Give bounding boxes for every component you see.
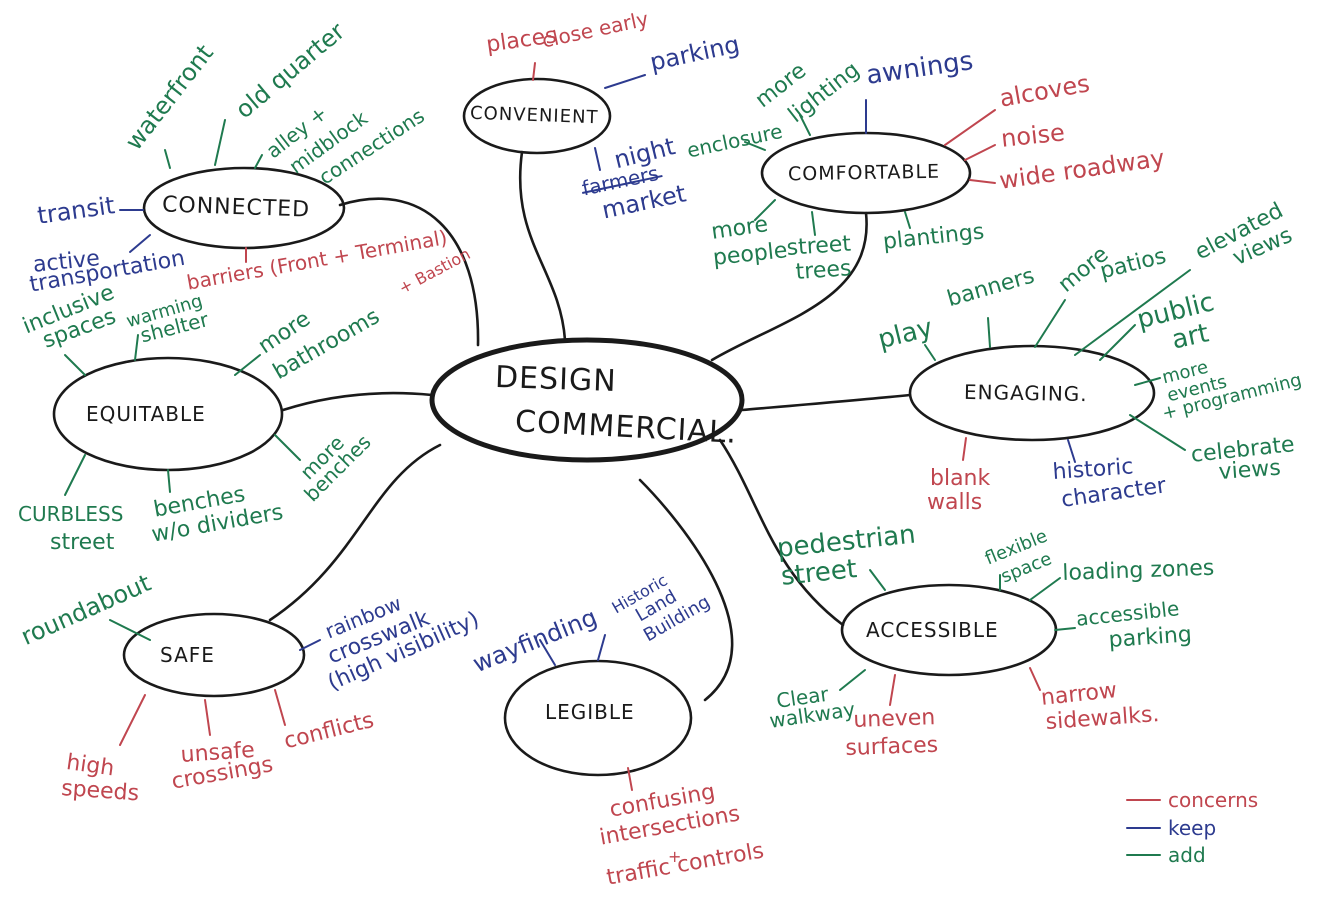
node-legible: LEGIBLE: [545, 700, 635, 724]
node-equitable: EQUITABLE: [86, 402, 206, 426]
engaging-public-art-2: art: [1169, 318, 1212, 356]
safe-high-2: speeds: [60, 776, 140, 807]
engaging-celebrate-2: views: [1217, 455, 1282, 485]
edge-convenient: [518, 150, 567, 342]
edge-safe: [268, 443, 442, 622]
node-safe: SAFE: [160, 643, 215, 667]
comfortable-noise: noise: [999, 118, 1067, 153]
legend-concerns: concerns: [1168, 788, 1259, 812]
accessible-pedestrian-2: street: [779, 554, 859, 592]
comfortable-street-trees-2: trees: [794, 256, 853, 285]
edge-engaging: [740, 393, 912, 412]
convenient-node-shape: [462, 77, 612, 155]
central-node-shape: [429, 337, 745, 463]
connected-node-shape: [142, 166, 346, 250]
legible-confusing-3: +: [668, 847, 682, 866]
node-comfortable: COMFORTABLE: [787, 160, 941, 186]
accessible-parking-2: parking: [1107, 622, 1193, 653]
node-engaging: ENGAGING.: [963, 379, 1088, 407]
edge-connected: [338, 197, 480, 347]
node-convenient: CONVENIENT: [469, 102, 599, 129]
edge-comfortable: [710, 211, 868, 362]
legend-add: add: [1168, 843, 1206, 867]
engaging-node-shape: [908, 344, 1156, 442]
edge-equitable: [281, 391, 434, 412]
legible-node-shape: [503, 659, 693, 777]
node-accessible: ACCESSIBLE: [866, 618, 999, 642]
accessible-loading-zones: loading zones: [1061, 555, 1215, 586]
engaging-blank-2: walls: [927, 490, 983, 515]
node-connected: CONNECTED: [161, 192, 311, 223]
safe-node-shape: [122, 612, 306, 698]
edge-accessible: [718, 438, 845, 627]
accessible-uneven-1: uneven: [852, 705, 936, 733]
accessible-uneven-2: surfaces: [844, 732, 939, 761]
equitable-curbless-1: CURBLESS: [18, 502, 124, 526]
equitable-curbless-2: street: [50, 530, 115, 555]
legend-keep: keep: [1168, 816, 1217, 840]
edge-legible: [638, 478, 734, 702]
engaging-blank-1: blank: [930, 466, 991, 491]
central-title-line1: DESIGN: [494, 359, 618, 400]
